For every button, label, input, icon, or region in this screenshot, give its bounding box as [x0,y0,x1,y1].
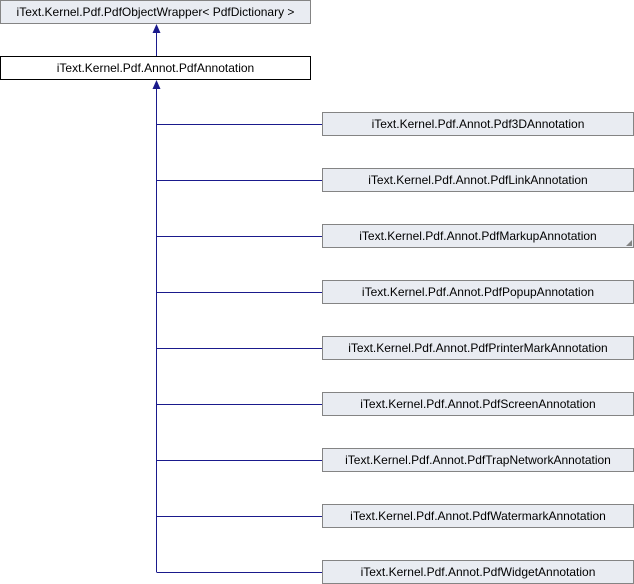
child-class-node-link[interactable]: iText.Kernel.Pdf.Annot.PdfLinkAnnotation [322,168,634,192]
arrow-to-parent-icon [152,24,161,33]
child-class-node-screen[interactable]: iText.Kernel.Pdf.Annot.PdfScreenAnnotati… [322,392,634,416]
child-class-node-printer-mark[interactable]: iText.Kernel.Pdf.Annot.PdfPrinterMarkAnn… [322,336,634,360]
child-class-label: iText.Kernel.Pdf.Annot.Pdf3DAnnotation [371,117,585,131]
child-class-node-pdf3d[interactable]: iText.Kernel.Pdf.Annot.Pdf3DAnnotation [322,112,634,136]
child-class-label: iText.Kernel.Pdf.Annot.PdfLinkAnnotation [368,173,588,187]
child-class-label: iText.Kernel.Pdf.Annot.PdfScreenAnnotati… [360,397,596,411]
more-subclasses-icon [626,240,632,246]
child-class-node-widget[interactable]: iText.Kernel.Pdf.Annot.PdfWidgetAnnotati… [322,560,634,584]
child-class-label: iText.Kernel.Pdf.Annot.PdfTrapNetworkAnn… [345,453,611,467]
child-class-label: iText.Kernel.Pdf.Annot.PdfPopupAnnotatio… [361,285,595,299]
child-class-label: iText.Kernel.Pdf.Annot.PdfWatermarkAnnot… [350,509,606,523]
parent-class-node[interactable]: iText.Kernel.Pdf.PdfObjectWrapper< PdfDi… [0,0,311,24]
child-class-node-watermark[interactable]: iText.Kernel.Pdf.Annot.PdfWatermarkAnnot… [322,504,634,528]
arrow-to-current-icon [152,80,161,89]
child-class-label: iText.Kernel.Pdf.Annot.PdfWidgetAnnotati… [360,565,596,579]
parent-class-label: iText.Kernel.Pdf.PdfObjectWrapper< PdfDi… [16,5,295,19]
current-class-node: iText.Kernel.Pdf.Annot.PdfAnnotation [0,56,311,80]
current-class-label: iText.Kernel.Pdf.Annot.PdfAnnotation [56,61,255,75]
child-class-label: iText.Kernel.Pdf.Annot.PdfMarkupAnnotati… [359,229,597,243]
child-class-node-popup[interactable]: iText.Kernel.Pdf.Annot.PdfPopupAnnotatio… [322,280,634,304]
child-class-node-markup[interactable]: iText.Kernel.Pdf.Annot.PdfMarkupAnnotati… [322,224,634,248]
child-class-label: iText.Kernel.Pdf.Annot.PdfPrinterMarkAnn… [348,341,608,355]
child-class-node-trap-network[interactable]: iText.Kernel.Pdf.Annot.PdfTrapNetworkAnn… [322,448,634,472]
